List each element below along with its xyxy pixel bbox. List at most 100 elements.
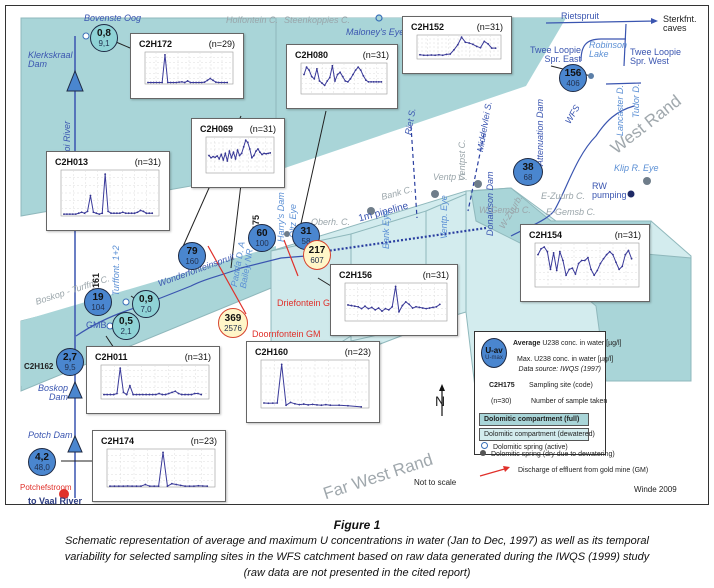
inset-chart: C2H174 (n=23) <box>92 430 226 502</box>
inset-chart: C2H069(n=31) <box>191 118 285 188</box>
label-e-zuurb: E-Zuurb C. <box>541 191 586 201</box>
inset-plot <box>534 242 640 288</box>
series-line <box>303 65 382 87</box>
legend-n-example: (n=30) <box>491 398 512 405</box>
spring-dry-icon <box>480 450 486 456</box>
turffnt-spring-icon <box>122 298 130 306</box>
inset-plot <box>60 169 160 217</box>
inset-sample-count: (n=23) <box>344 347 371 357</box>
inset-code: C2H080 <box>295 50 329 60</box>
label-rw-pumping: RW pumping <box>592 181 627 200</box>
robinson-link-line <box>580 38 626 62</box>
series-line <box>263 364 362 408</box>
robinson-lake-icon <box>588 73 594 79</box>
site-code-c2h162: C2H162 <box>24 362 54 371</box>
label-twee-loopie-west: Twee Loopie Spr. West <box>630 47 682 66</box>
label-driefontein-gm: Driefontein GM <box>277 298 338 308</box>
legend-code-label: Sampling site (code) <box>529 382 593 389</box>
label-maloneys-eye: Maloney's Eye <box>346 27 405 37</box>
twee-loopie-west-line <box>623 23 627 67</box>
north-label: N <box>435 393 446 409</box>
legend-dewatered-swatch: Dolomitic compartment (dewatered) <box>479 428 595 441</box>
inset-code: C2H160 <box>255 347 289 357</box>
rw-pumping-icon <box>627 190 635 198</box>
ventp-eye-icon <box>431 190 439 198</box>
middelvlei-line <box>467 133 485 212</box>
potch-dam-icon <box>67 434 83 453</box>
donaldson-eye-icon <box>474 180 482 188</box>
inset-plot <box>144 51 234 85</box>
label-lancaster-d: Lancaster D. <box>615 84 625 136</box>
inset-chart: C2H172(n=29) <box>130 33 244 99</box>
series-line <box>148 54 228 83</box>
scale-note: Not to scale <box>414 478 457 487</box>
rietspruit-arrow-icon <box>651 18 658 24</box>
inset-chart: C2H154(n=31) <box>520 224 650 302</box>
label-donaldson-dam: Donaldson Dam <box>485 171 495 236</box>
legend-avg: Average U238 conc. in water [µg/l] <box>513 340 621 347</box>
inset-chart: C2H013(n=31) <box>46 151 170 231</box>
legend-data-source: Data source: IWQS (1997) <box>518 366 601 373</box>
legend-code-example: C2H175 <box>489 382 515 389</box>
figure-title: Figure 1 <box>333 518 381 532</box>
inset-plot <box>416 34 502 60</box>
oltz-eye-icon <box>284 231 290 237</box>
inset-chart: C2H011 (n=31) <box>86 346 220 414</box>
label-potchefstroom: Potchefstroom <box>20 483 72 492</box>
wfs-upper-line <box>510 105 635 237</box>
legend-max: Max. U238 conc. in water [µg/l] <box>517 356 614 363</box>
label-bank-eye: Bank Eye <box>381 210 391 249</box>
legend-box: U-av U-max Average U238 conc. in water [… <box>474 331 621 455</box>
series-line <box>419 36 496 56</box>
label-hollfontein: Holfontein C. <box>226 15 279 25</box>
legend-avg-bold: Average <box>513 340 541 347</box>
spring-active-icon <box>481 442 488 449</box>
inset-code: C2H152 <box>411 22 445 32</box>
inset-chart: C2H160 (n=23) <box>246 341 380 423</box>
label-klerkskraal-dam: Klerkskraal Dam <box>28 50 73 69</box>
inset-sample-count: (n=29) <box>208 39 235 49</box>
inset-chart: C2H156(n=31) <box>330 264 458 336</box>
label-klip-r-eye: Klip R. Eye <box>614 163 659 173</box>
inset-plot <box>260 359 370 409</box>
label-turffnt: Turffont. 1+2 <box>111 245 121 296</box>
series-line <box>347 286 441 314</box>
figure-caption-line-1: Schematic representation of average and … <box>65 535 649 547</box>
inset-plot <box>100 364 210 400</box>
inset-code: C2H174 <box>101 436 135 446</box>
legend-spring-active-text: Dolomitic spring (active) <box>493 444 568 451</box>
inset-sample-count: (n=31) <box>614 230 641 240</box>
inset-sample-count: (n=31) <box>184 352 211 362</box>
legend-spring-active: Dolomitic spring (active) <box>481 442 568 451</box>
inset-sample-count: (n=31) <box>249 124 276 134</box>
bovenste-oog-spring-icon <box>82 32 90 40</box>
label-w-gemsb: W-Gemsb C. <box>479 205 531 215</box>
label-boskop-dam: Boskop Dam <box>38 383 69 402</box>
doornfontein-effluent-line <box>207 245 247 315</box>
inset-code: C2H013 <box>55 157 89 167</box>
label-to-vaal-river: to Vaal River <box>28 496 83 505</box>
legend-spring-dry: Dolomitic spring (dry due to dewatering) <box>480 450 615 458</box>
inset-code: C2H011 <box>95 352 128 362</box>
legend-symbol-avg: U-av <box>485 345 503 355</box>
label-potch-dam: Potch Dam <box>28 430 73 440</box>
bank-eye-icon <box>367 207 375 215</box>
label-tudor-d: Tudor D. <box>631 83 641 118</box>
inset-sample-count: (n=23) <box>190 436 217 446</box>
figure-caption-line-2: variability for selected sampling sites … <box>64 551 650 563</box>
series-line <box>208 139 271 162</box>
klip-eye-icon <box>643 177 651 185</box>
label-rietspruit: Rietspruit <box>561 11 600 21</box>
inset-chart: C2H152(n=31) <box>402 16 512 74</box>
legend-symbol-max: U-max <box>485 354 503 361</box>
